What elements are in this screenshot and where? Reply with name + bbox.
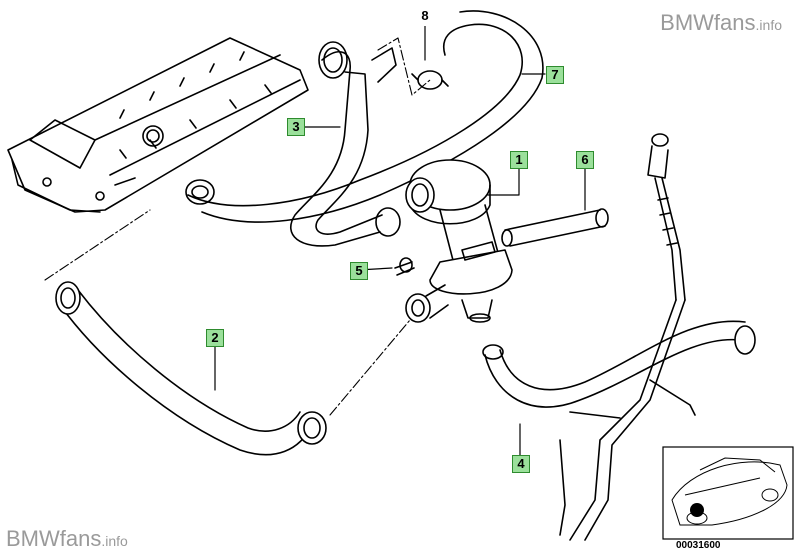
callout-2: 2 — [206, 329, 224, 347]
callout-4: 4 — [512, 455, 530, 473]
connector-fitting — [405, 284, 449, 323]
connection-lines — [44, 37, 431, 416]
leader-lines — [214, 25, 586, 456]
clamp-8 — [411, 70, 449, 90]
callout-5: 5 — [350, 262, 368, 280]
hose-2 — [55, 281, 327, 456]
inset-code: 00031600 — [676, 540, 721, 551]
callout-6: 6 — [576, 151, 594, 169]
hose-7 — [185, 10, 544, 223]
callout-8: 8 — [416, 8, 434, 26]
watermark-top: BMWfans.info — [660, 10, 782, 35]
screw-5 — [394, 257, 415, 276]
car-inset — [662, 446, 794, 540]
callout-7: 7 — [546, 66, 564, 84]
watermark-bottom: BMWfans.info — [6, 526, 128, 551]
hose-3 — [290, 41, 401, 247]
hose-4 — [482, 320, 756, 408]
callout-1: 1 — [510, 151, 528, 169]
callout-3: 3 — [287, 118, 305, 136]
tube-6 — [501, 208, 609, 247]
valve-cover — [7, 37, 309, 213]
valve-1 — [405, 159, 513, 323]
dipstick — [559, 133, 696, 541]
